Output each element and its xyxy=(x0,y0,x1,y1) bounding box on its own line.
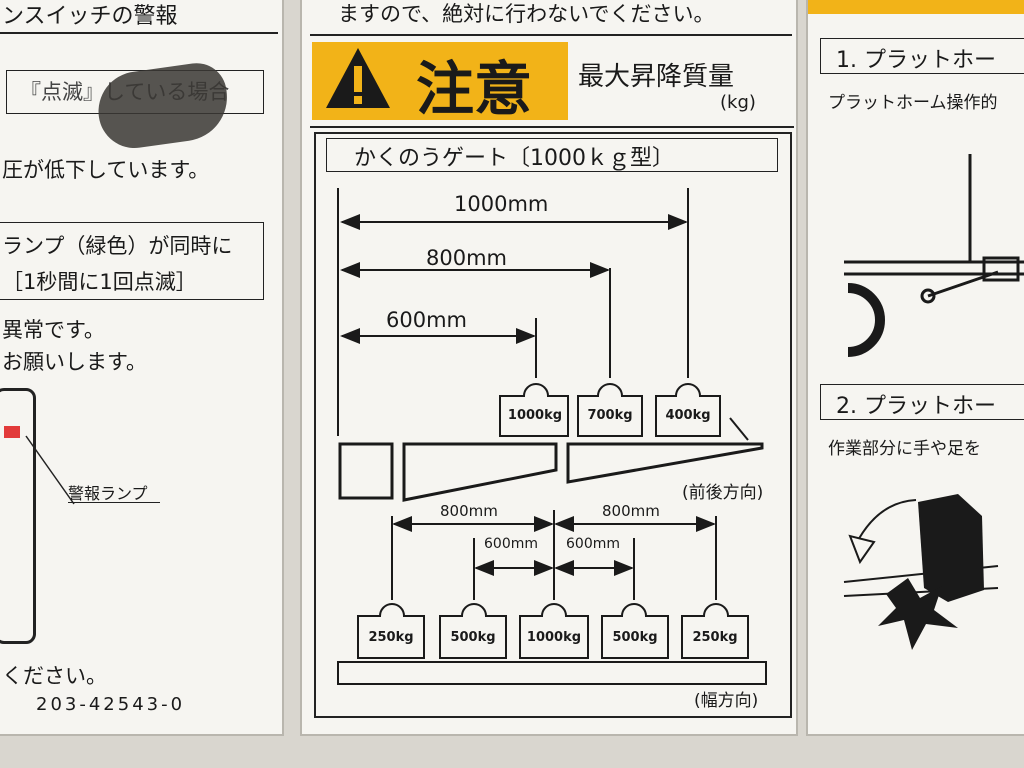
divider xyxy=(310,34,792,36)
width-weight-250-right: 250kg xyxy=(692,630,738,645)
platform-side-view xyxy=(338,417,764,502)
yellow-strip xyxy=(808,0,1024,14)
step2-title: 2. プラットホー xyxy=(836,394,996,419)
caution-word: 注意 xyxy=(416,55,533,123)
divider xyxy=(310,126,794,128)
distance-label-600: 600mm xyxy=(386,308,467,332)
part-number: 203-42543-0 xyxy=(36,694,186,715)
warning-triangle-icon xyxy=(326,48,390,108)
dimension-lines-front-back xyxy=(337,188,689,436)
max-load-title: 最大昇降質量 xyxy=(578,62,735,92)
max-load-unit: (kg) xyxy=(720,92,756,113)
width-weight-500-left: 500kg xyxy=(450,630,496,645)
width-weight-1000: 1000kg xyxy=(526,630,582,645)
load-diagram xyxy=(337,188,767,685)
right-instruction-label: 1. プラットホー プラットホーム操作的 2. プラットホー 作業部分に手や足を xyxy=(806,0,1024,736)
width-weight-500-right: 500kg xyxy=(612,630,658,645)
left-line-3: 圧が低下しています。 xyxy=(2,158,210,182)
left-line-4: ランプ（緑色）が同時に xyxy=(2,234,233,258)
step1-title-box xyxy=(820,38,1024,74)
left-line-1: ンスイッチの警報 xyxy=(2,4,178,29)
width-distance-right-800: 800mm xyxy=(602,502,660,520)
width-weight-250-left: 250kg xyxy=(368,630,414,645)
lamp-caption: 警報ランプ xyxy=(68,484,148,503)
hand-pinch-hazard-icon xyxy=(843,494,999,650)
weights-width xyxy=(357,603,749,659)
direction-front-back: (前後方向) xyxy=(682,483,764,503)
distance-label-1000: 1000mm xyxy=(454,192,549,216)
weight-label-700: 700kg xyxy=(587,408,633,423)
left-line-7: お願いします。 xyxy=(2,350,147,374)
left-line-6: 異常です。 xyxy=(2,318,105,342)
step2-title-box xyxy=(820,384,1024,420)
gate-title: かくのうゲート〔1000ｋｇ型〕 xyxy=(354,146,674,171)
dimension-lines-width xyxy=(391,510,717,600)
step1-title: 1. プラットホー xyxy=(836,48,996,73)
diagram-frame xyxy=(314,132,792,718)
divider xyxy=(0,32,278,34)
caution-label: ますので、絶対に行わないでください。 注意 最大昇降質量 (kg) かくのうゲー… xyxy=(300,0,798,736)
width-distance-left-800: 800mm xyxy=(440,502,498,520)
step1-text: プラットホーム操作的 xyxy=(828,93,998,113)
platform-width-bar xyxy=(337,661,767,685)
gate-title-box xyxy=(326,138,778,172)
top-text: ますので、絶対に行わないでください。 xyxy=(338,2,715,26)
left-warning-label: ンスイッチの警報 『点滅』している場合 圧が低下しています。 ランプ（緑色）が同… xyxy=(0,0,284,736)
lamp-pointer-line xyxy=(25,435,75,505)
platform-mechanism-drawing xyxy=(844,154,1024,357)
weight-label-400: 400kg xyxy=(665,408,711,423)
lamp-red-icon xyxy=(4,426,20,438)
weight-label-1000: 1000kg xyxy=(507,408,563,423)
left-line-8: ください。 xyxy=(2,664,107,688)
weights-front-back xyxy=(499,383,721,437)
caption-underline xyxy=(68,502,160,503)
width-distance-left-600: 600mm xyxy=(484,536,538,552)
direction-width: (幅方向) xyxy=(694,691,759,711)
step2-text: 作業部分に手や足を xyxy=(828,439,981,459)
lamp-note-box xyxy=(0,222,264,300)
width-distance-right-600: 600mm xyxy=(566,536,620,552)
distance-label-800: 800mm xyxy=(426,246,507,270)
left-line-5: ［1秒間に1回点滅］ xyxy=(2,270,197,294)
